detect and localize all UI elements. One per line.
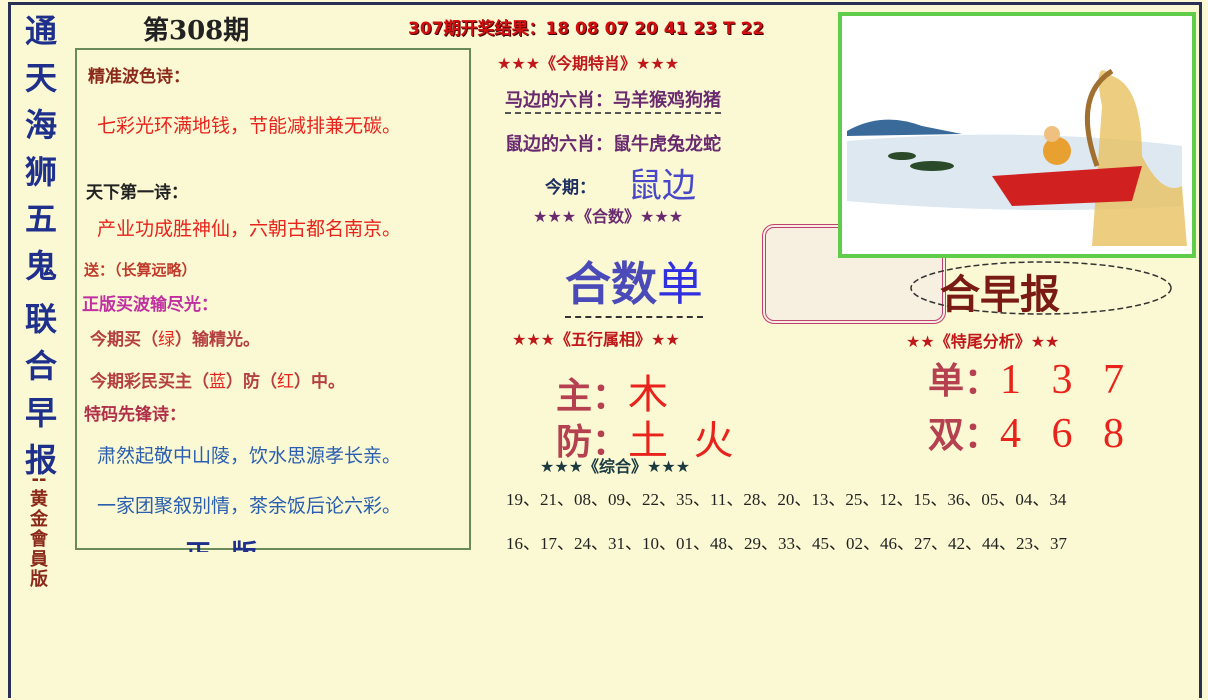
section-special-zodiac: ★★★《今期特肖》★★★: [497, 54, 680, 73]
title-char: 鬼: [24, 247, 57, 285]
even-tails: 双：4 6 8: [928, 411, 1135, 457]
heading-special-poem: 特码先锋诗：: [84, 405, 186, 425]
odd-tails: 单：1 3 7: [928, 357, 1135, 403]
rat-side-zodiacs: 鼠边的六肖：鼠牛虎兔龙蛇: [505, 134, 721, 155]
horse-side-zodiacs: 马边的六肖：马羊猴鸡狗猪: [505, 86, 721, 114]
boat-fisher-illustration: [847, 68, 1187, 247]
outer-frame: [8, 2, 1202, 698]
sum-result: 合数单: [565, 248, 703, 318]
poem-panel: [75, 48, 471, 550]
banner-ellipse: [910, 261, 1172, 315]
title-char: 早: [24, 394, 57, 432]
gift-text: 送：（长算远略）: [84, 261, 197, 279]
title-char: 合: [24, 347, 57, 385]
number-row-1: 19、21、08、09、22、35、11、28、20、13、25、12、15、3…: [506, 490, 1067, 509]
number-row-2: 16、17、24、31、10、01、48、29、33、45、02、46、27、4…: [506, 534, 1067, 553]
title-char: 报: [24, 441, 57, 479]
poem-2: 产业功成胜神仙，六朝古都名南京。: [97, 218, 402, 240]
title-char: 海: [24, 106, 57, 144]
heading-buy-wave: 正版买波输尽光：: [82, 295, 218, 315]
vertical-title: 通 天 海 狮 五 鬼 联 合 早 报: [18, 8, 64, 484]
title-char: 联: [24, 300, 57, 338]
section-combined: ★★★《综合》★★★: [540, 457, 691, 476]
poem-4: 一家团聚叙别情，茶余饭后论六彩。: [97, 495, 402, 517]
banner-title: 合早报: [940, 272, 1060, 318]
section-tail-analysis: ★★《特尾分析》★★: [906, 332, 1060, 351]
section-five-elements: ★★★《五行属相》★★: [512, 330, 680, 349]
footer-genuine: 正版: [185, 534, 277, 552]
title-char: 五: [24, 200, 57, 238]
main-element: 主：木: [556, 372, 669, 418]
issue-number: 第308期: [143, 16, 250, 46]
poem-3: 肃然起敬中山陵，饮水思源孝长亲。: [97, 445, 402, 467]
title-char: 狮: [24, 153, 57, 191]
section-sum: ★★★《合数》★★★: [533, 207, 684, 226]
this-issue-label: 今期：: [545, 178, 596, 198]
heading-wave-color: 精准波色诗：: [88, 67, 190, 87]
heading-best-poem: 天下第一诗：: [86, 183, 188, 203]
last-result: 307期开奖结果：18 08 07 20 41 23 T 22: [408, 19, 765, 39]
poem-1: 七彩光环满地钱，节能减排兼无碳。: [97, 115, 402, 137]
guard-element: 防：土 火: [556, 418, 734, 464]
illustration: [838, 12, 1196, 258]
title-char: 通: [24, 12, 57, 50]
member-edition: --黄金會員版: [30, 469, 48, 590]
buy-line-1: 今期买（绿）输精光。: [90, 330, 260, 350]
buy-line-2: 今期彩民买主（蓝）防（红）中。: [90, 372, 345, 392]
title-char: 天: [24, 59, 57, 97]
this-issue-value: 鼠边: [628, 166, 696, 206]
